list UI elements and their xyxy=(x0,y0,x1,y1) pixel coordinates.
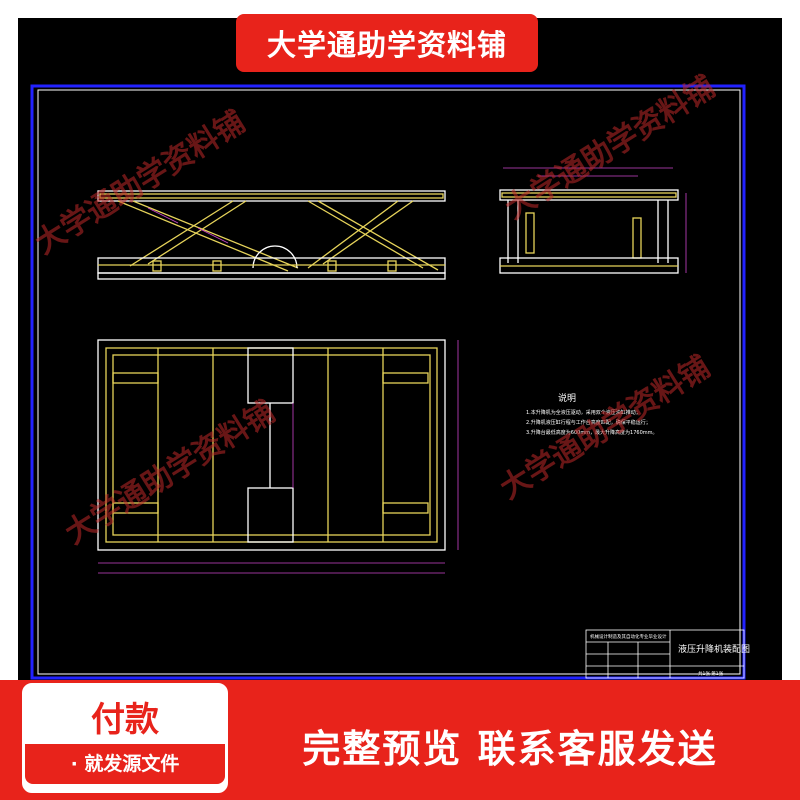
drawing-border xyxy=(30,84,746,680)
side-elevation-view xyxy=(499,167,687,274)
cad-drawing-background xyxy=(18,18,782,683)
pay-label: 付款 xyxy=(91,700,159,740)
pay-subtext: · 就发源文件 xyxy=(25,744,225,784)
front-elevation-view xyxy=(97,190,446,280)
note-line-3: 3.升降台最低高度为600mm，最大升降高度为1760mm。 xyxy=(526,429,658,436)
front-dimensions xyxy=(147,207,229,244)
footer-contact-text: 完整预览 联系客服发送 xyxy=(302,727,718,771)
pay-box[interactable]: 付款 · 就发源文件 xyxy=(22,683,228,793)
note-line-1: 1.本升降机为全液压驱动，采用双个液压油缸推动； xyxy=(526,409,641,416)
shop-title-banner: 大学通助学资料铺 xyxy=(236,14,538,72)
notes-title: 说明 xyxy=(558,392,576,404)
notes-block: 说明 1.本升降机为全液压驱动，采用双个液压油缸推动； 2.升降机液压缸行程与工… xyxy=(526,392,658,436)
title-block: 机械设计制造及其自动化专业毕业设计 液压升降机装配图 共1张 第1张 xyxy=(585,629,750,679)
plan-view xyxy=(97,339,459,574)
note-line-2: 2.升降机液压缸行程与工作台高度匹配，确保平稳运行； xyxy=(526,419,651,426)
title-block-sheet: 共1张 第1张 xyxy=(698,670,724,677)
drawing-inner-border xyxy=(37,89,741,675)
cad-drawing: 说明 1.本升降机为全液压驱动，采用双个液压油缸推动； 2.升降机液压缸行程与工… xyxy=(30,84,750,680)
title-block-drawing-name: 液压升降机装配图 xyxy=(678,643,750,655)
title-block-school: 机械设计制造及其自动化专业毕业设计 xyxy=(590,633,667,640)
